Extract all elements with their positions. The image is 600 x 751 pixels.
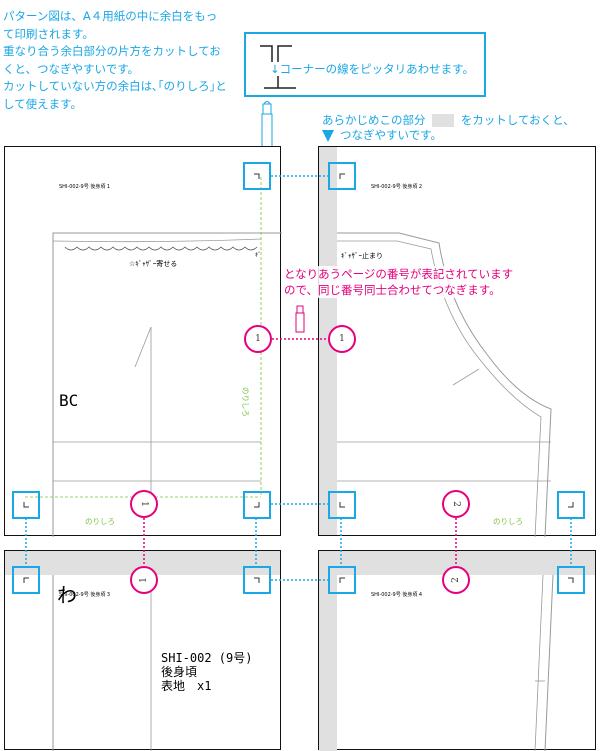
pattern-code: SHI-002 (9号) xyxy=(161,651,253,665)
cut-note-text-a: あらかじめこの部分 xyxy=(322,113,426,127)
corner-marker xyxy=(243,566,271,594)
page-number-note: となりあうページの番号が表記されています ので、同じ番号同士合わせてつなぎます。 xyxy=(284,266,514,298)
pattern-info: SHI-002 (9号) 後身頃 表地 x1 xyxy=(161,651,252,693)
intro-line: て印刷されます。 xyxy=(3,26,94,41)
page-header: SHI-002-9号 後身頃 4 xyxy=(371,592,423,598)
intro-text: パターン図は、A４用紙の中に余白をもっ て印刷されます。 重なり合う余白部分の片… xyxy=(3,8,227,113)
gather-short-label: ｷﾞ xyxy=(255,252,262,259)
corner-marker xyxy=(328,162,356,190)
corner-marker xyxy=(243,162,271,190)
glue-stick-icon xyxy=(295,305,305,333)
corner-marker xyxy=(328,566,356,594)
intro-line: カットしていない方の余白は､｢のりしろ｣と xyxy=(3,79,227,93)
cut-note-line2: つなぎやすいです。 xyxy=(340,128,443,142)
gather-label: ☆ｷﾞｬｻﾞｰ寄せる xyxy=(129,260,178,268)
intro-line: くと、つなぎやすいです。 xyxy=(3,61,140,76)
page-number-note-line: ので、同じ番号同士合わせてつなぎます。 xyxy=(284,283,501,297)
wa-label: わ xyxy=(57,583,77,607)
page-number-marker: 1 xyxy=(328,325,356,353)
pattern-name: 後身頃 xyxy=(161,665,198,679)
gray-swatch xyxy=(432,114,455,127)
noshiro-label-bottom: のりしろ xyxy=(85,517,115,526)
page-number-marker: 1 xyxy=(130,566,158,594)
corner-marker xyxy=(12,566,40,594)
page-number-marker: 1 xyxy=(244,325,272,353)
pattern-lines-2 xyxy=(337,232,552,537)
noshiro-label-bottom-2: のりしろ xyxy=(493,517,523,526)
down-arrow-icon xyxy=(322,130,334,142)
page-header: SHI-002-9号 後身頃 3 xyxy=(59,592,111,598)
pattern-lines-4 xyxy=(534,574,554,751)
corner-marker xyxy=(557,491,585,519)
page-number-marker: 1 xyxy=(130,490,158,518)
page-number-note-line: となりあうページの番号が表記されています xyxy=(284,267,514,281)
bc-label: BC xyxy=(59,391,79,410)
page-number-marker: 2 xyxy=(442,566,470,594)
page-header: SHI-002-9号 後身頃 1 xyxy=(59,184,111,190)
corner-marker xyxy=(557,566,585,594)
intro-line: して使えます。 xyxy=(3,96,83,111)
pattern-lines-3 xyxy=(52,575,152,751)
intro-line: 重なり合う余白部分の片方をカットしてお xyxy=(3,44,221,58)
corner-marker xyxy=(328,491,356,519)
cut-note: あらかじめこの部分 をカットしておくと、 つなぎやすいです。 xyxy=(322,113,575,143)
cut-note-text-b: をカットしておくと、 xyxy=(460,113,575,127)
pattern-fabric: 表地 x1 xyxy=(161,679,212,693)
intro-line: パターン図は、A４用紙の中に余白をもっ xyxy=(3,9,218,23)
page-number-marker: 2 xyxy=(442,490,470,518)
corner-callout-box: ↓コーナーの線をピッタリあわせます。 xyxy=(244,32,486,97)
page-header: SHI-002-9号 後身頃 2 xyxy=(371,184,423,190)
corner-marker xyxy=(12,491,40,519)
corner-marks-icon xyxy=(260,45,296,89)
cut-margin-band-left xyxy=(319,551,337,751)
corner-marker xyxy=(243,491,271,519)
gather-stop-label: ｷﾞｬｻﾞｰ止まり xyxy=(341,252,383,260)
callout-text: ↓コーナーの線をピッタリあわせます。 xyxy=(270,62,474,76)
pattern-page-1: SHI-002-9号 後身頃 1 ☆ｷﾞｬｻﾞｰ寄せる ｷﾞ BC のりしろ の… xyxy=(4,146,282,537)
